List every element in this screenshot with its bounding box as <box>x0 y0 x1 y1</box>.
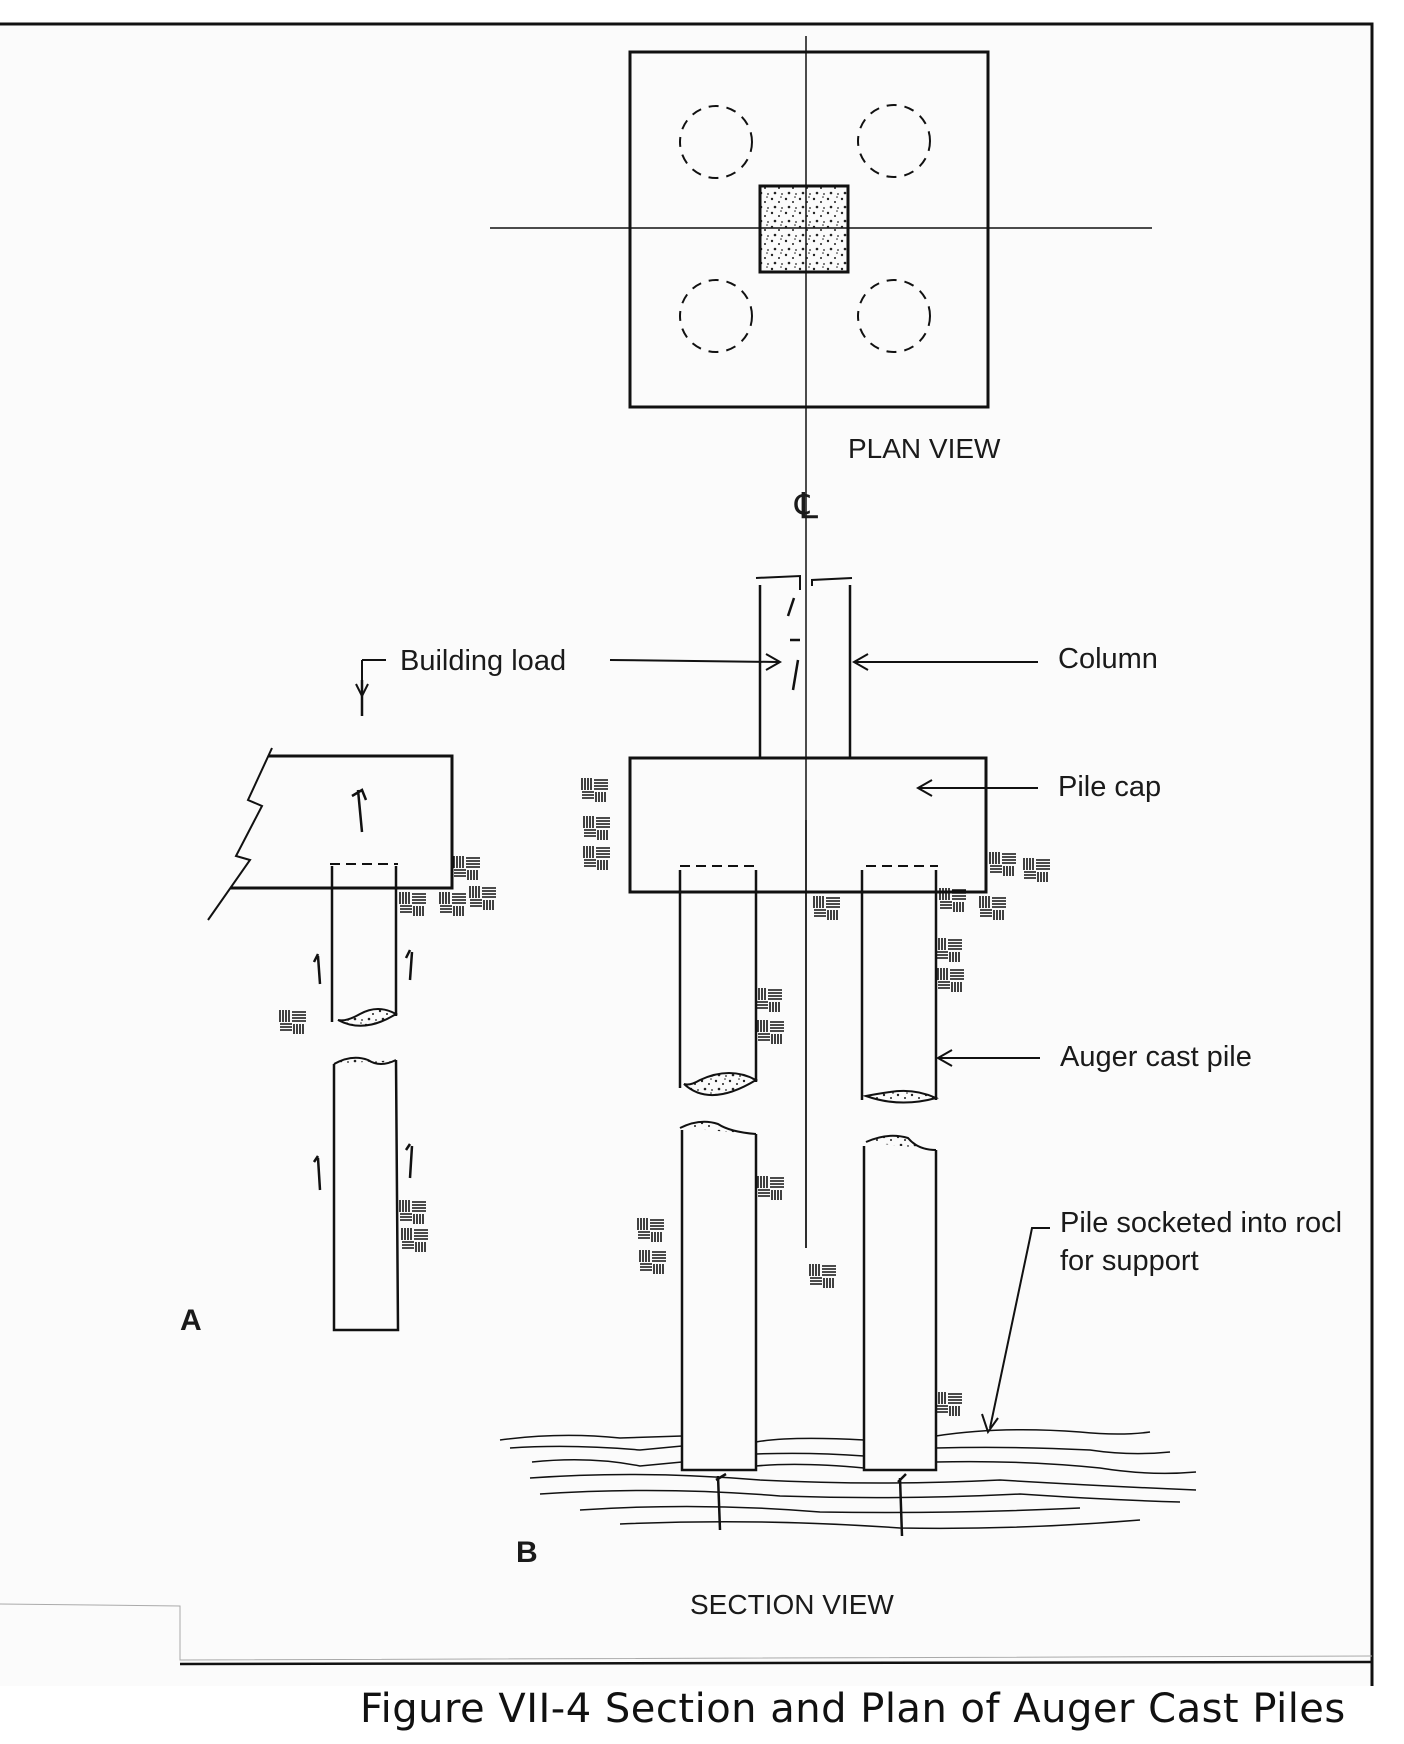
column-plan-square <box>758 184 850 274</box>
detail-a-lower-break <box>333 1056 397 1065</box>
frame-border <box>0 22 1374 1686</box>
pile-left-lower <box>680 1130 758 1462</box>
plan-view: PLAN VIEW <box>490 36 1152 1248</box>
pile-socketed-label-line1: Pile socketed into rocl <box>1060 1207 1342 1239</box>
pile-left-upper-break <box>683 1072 759 1096</box>
section-view-b: B SECTION VIEW <box>499 574 1197 1620</box>
pile-cap-plan-outline <box>628 50 990 409</box>
pile-right-lower <box>862 1146 938 1462</box>
column-break-top <box>755 574 853 590</box>
detail-a-cap <box>230 754 454 890</box>
pile-right-lower-break <box>865 1134 937 1151</box>
centerline-symbol: ℄ <box>794 485 818 526</box>
detail-label-a: A <box>180 1304 202 1337</box>
pile-cap-arrowhead <box>915 779 933 797</box>
pile-plan-circle-br <box>857 279 931 353</box>
building-load-arrowhead-a <box>355 683 369 699</box>
column-arrowhead <box>851 653 869 671</box>
detail-a-break-line <box>207 747 273 921</box>
pile-socketed-leader <box>989 1227 1050 1429</box>
plan-view-label: PLAN VIEW <box>848 433 1001 464</box>
pile-cap-label: Pile cap <box>1058 771 1161 803</box>
figure-caption: Figure VII-4 Section and Plan of Auger C… <box>360 1686 1346 1732</box>
pile-right-upper-break <box>862 1089 939 1104</box>
callouts: Building load Column Pile cap Auger cast… <box>355 643 1342 1435</box>
reaction-arrow-right <box>897 1473 907 1537</box>
detail-label-b: B <box>516 1536 538 1569</box>
pile-left-upper <box>678 870 758 1088</box>
pile-plan-circle-tl <box>679 105 753 179</box>
paper-sheet <box>0 26 1372 1686</box>
pile-socketed-arrowhead <box>981 1413 999 1435</box>
detail-a-friction-arrows <box>312 949 414 1191</box>
auger-cast-pile-label: Auger cast pile <box>1060 1041 1252 1073</box>
pile-plan-circle-bl <box>679 279 753 353</box>
pile-plan-circle-tr <box>857 104 931 178</box>
auger-cast-pile-arrowhead <box>935 1049 953 1067</box>
detail-a: A <box>180 680 497 1337</box>
column-label: Column <box>1058 643 1158 675</box>
detail-a-upper-break <box>337 1008 398 1027</box>
pile-left-lower-break <box>679 1120 757 1135</box>
section-view-label: SECTION VIEW <box>690 1589 894 1620</box>
reaction-arrow-left <box>715 1472 727 1531</box>
column-load-arrow <box>786 597 800 691</box>
detail-a-pile-upper <box>330 866 398 1022</box>
rock-stratum <box>499 1429 1197 1530</box>
paper-edge <box>0 1603 1373 1661</box>
detail-a-pile-lower <box>332 1059 400 1332</box>
building-load-leader-b <box>609 659 779 663</box>
pile-cap-section <box>628 756 988 894</box>
pile-right-upper <box>860 870 938 1100</box>
frame-bottom <box>179 1660 1373 1666</box>
pile-socketed-label-line2: for support <box>1060 1245 1199 1277</box>
building-load-label: Building load <box>400 645 566 677</box>
building-load-arrowhead-b <box>765 653 783 671</box>
